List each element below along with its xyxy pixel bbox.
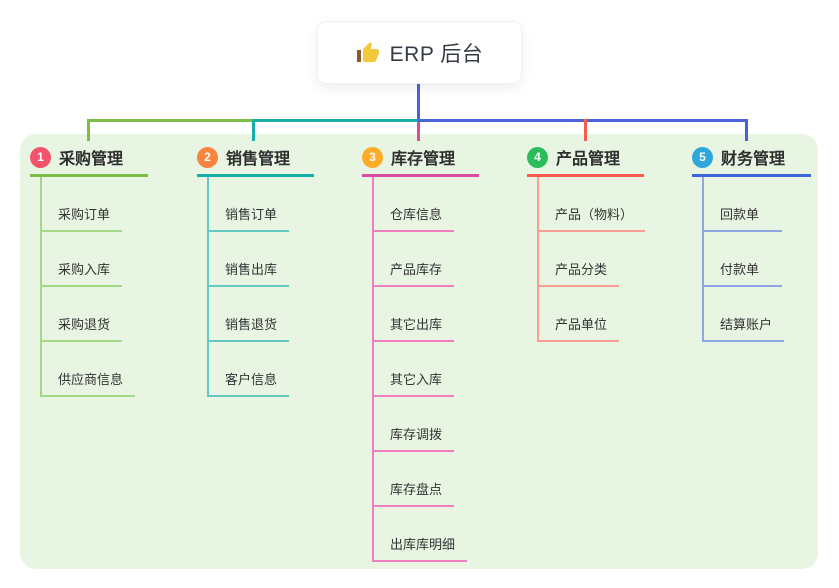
child-node[interactable]: 客户信息 <box>207 342 290 397</box>
child-node[interactable]: 结算账户 <box>702 287 785 342</box>
branch-header-sales[interactable]: 2 销售管理 <box>197 140 314 177</box>
branch-badge: 3 <box>362 146 383 168</box>
branch-title: 采购管理 <box>59 151 124 168</box>
child-node[interactable]: 产品（物料） <box>537 177 646 232</box>
root-node[interactable]: ERP 后台 <box>317 21 522 84</box>
child-node[interactable]: 产品单位 <box>537 287 620 342</box>
branch-children-finance: 回款单 付款单 结算账户 <box>692 177 811 342</box>
child-node[interactable]: 回款单 <box>702 177 782 232</box>
branch-title: 库存管理 <box>391 151 456 168</box>
thumbs-up-icon <box>356 41 379 62</box>
mindmap-panel <box>20 134 818 569</box>
branch-column-inventory: 3 库存管理 仓库信息 产品库存 其它出库 其它入库 库存调拨 库存盘点 出库库… <box>362 140 479 562</box>
child-node[interactable]: 采购入库 <box>40 232 123 287</box>
branch-children-purchase: 采购订单 采购入库 采购退货 供应商信息 <box>30 177 148 397</box>
child-node[interactable]: 出库库明细 <box>372 507 468 562</box>
branch-title: 产品管理 <box>556 151 621 168</box>
connector-segment-green <box>87 119 253 122</box>
child-node[interactable]: 其它出库 <box>372 287 455 342</box>
connector-root-stem <box>417 84 420 120</box>
branch-column-product: 4 产品管理 产品（物料） 产品分类 产品单位 <box>527 140 646 342</box>
branch-children-sales: 销售订单 销售出库 销售退货 客户信息 <box>197 177 314 397</box>
child-node[interactable]: 采购订单 <box>40 177 123 232</box>
child-node[interactable]: 产品库存 <box>372 232 455 287</box>
child-node[interactable]: 销售订单 <box>207 177 290 232</box>
connector-drop-sales <box>252 119 255 141</box>
child-node[interactable]: 销售退货 <box>207 287 290 342</box>
child-node[interactable]: 仓库信息 <box>372 177 455 232</box>
child-node[interactable]: 采购退货 <box>40 287 123 342</box>
branch-badge: 2 <box>197 146 218 168</box>
branch-badge: 5 <box>692 146 713 168</box>
branch-children-product: 产品（物料） 产品分类 产品单位 <box>527 177 646 342</box>
branch-header-finance[interactable]: 5 财务管理 <box>692 140 811 177</box>
root-title: ERP 后台 <box>389 42 484 66</box>
branch-header-inventory[interactable]: 3 库存管理 <box>362 140 479 177</box>
branch-column-finance: 5 财务管理 回款单 付款单 结算账户 <box>692 140 811 342</box>
branch-badge: 4 <box>527 146 548 168</box>
branch-header-purchase[interactable]: 1 采购管理 <box>30 140 148 177</box>
connector-drop-finance <box>745 119 748 141</box>
branch-title: 销售管理 <box>226 151 291 168</box>
child-node[interactable]: 销售出库 <box>207 232 290 287</box>
branch-header-product[interactable]: 4 产品管理 <box>527 140 644 177</box>
child-node[interactable]: 付款单 <box>702 232 782 287</box>
child-node[interactable]: 库存盘点 <box>372 452 455 507</box>
connector-drop-inventory <box>417 122 420 141</box>
connector-segment-teal <box>253 119 418 122</box>
child-node[interactable]: 库存调拨 <box>372 397 455 452</box>
branch-badge: 1 <box>30 146 51 168</box>
connector-segment-blue <box>418 119 748 122</box>
branch-column-purchase: 1 采购管理 采购订单 采购入库 采购退货 供应商信息 <box>30 140 148 397</box>
branch-column-sales: 2 销售管理 销售订单 销售出库 销售退货 客户信息 <box>197 140 314 397</box>
child-node[interactable]: 供应商信息 <box>40 342 136 397</box>
branch-title: 财务管理 <box>721 151 786 168</box>
branch-children-inventory: 仓库信息 产品库存 其它出库 其它入库 库存调拨 库存盘点 出库库明细 <box>362 177 479 562</box>
connector-drop-product <box>584 119 587 141</box>
connector-drop-purchase <box>87 119 90 141</box>
child-node[interactable]: 其它入库 <box>372 342 455 397</box>
child-node[interactable]: 产品分类 <box>537 232 620 287</box>
